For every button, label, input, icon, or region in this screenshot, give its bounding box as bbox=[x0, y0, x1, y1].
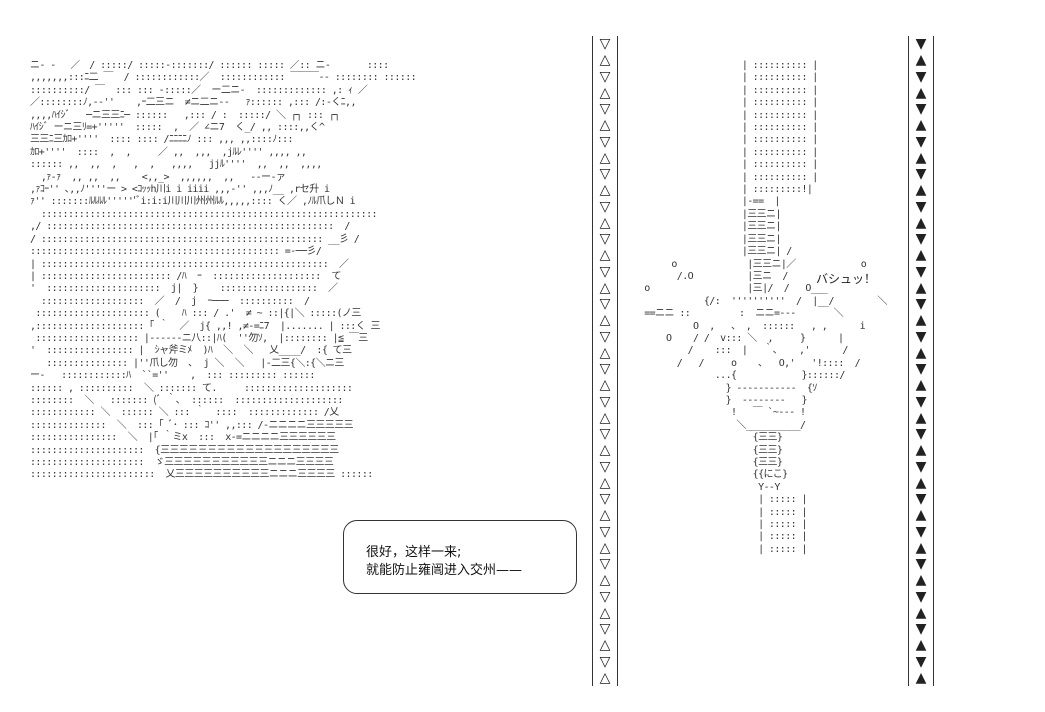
triangle-outline-icon: △ bbox=[599, 377, 611, 394]
triangle-filled-icon: ▼ bbox=[915, 263, 927, 280]
triangle-outline-icon: ▽ bbox=[599, 491, 611, 507]
triangle-filled-icon: ▼ bbox=[915, 458, 927, 475]
triangle-outline-icon: △ bbox=[599, 442, 611, 459]
triangle-outline-icon: △ bbox=[599, 117, 611, 134]
speech-line-1: 很好，这样一来; bbox=[366, 545, 462, 560]
triangle-filled-icon: ▼ bbox=[915, 231, 927, 247]
triangle-column-right: ▼▲▼▲▼▲▼▲▼▲▼▲▼▲▼▲▼▲▼▲▼▲▼▲▼▲▼▲▼▲▼▲▼▲▼▲▼▲▼▲ bbox=[906, 36, 936, 686]
triangle-filled-icon: ▼ bbox=[915, 523, 927, 540]
triangle-filled-icon: ▼ bbox=[915, 361, 927, 377]
triangle-outline-icon: △ bbox=[599, 279, 611, 296]
triangle-filled-icon: ▼ bbox=[915, 328, 927, 345]
ascii-art-scene: ニ- -￣ ／￣/ :::::/ :::::-:::::::/ :::::: :… bbox=[30, 60, 550, 680]
column-rail bbox=[617, 36, 618, 686]
triangle-outline-icon: △ bbox=[599, 669, 611, 686]
triangle-outline-icon: △ bbox=[599, 214, 611, 231]
triangle-filled-icon: ▲ bbox=[915, 669, 927, 686]
triangle-filled-icon: ▼ bbox=[915, 101, 927, 117]
triangle-outline-icon: ▽ bbox=[599, 361, 611, 377]
triangle-filled-icon: ▼ bbox=[915, 36, 927, 52]
triangle-outline-icon: △ bbox=[599, 149, 611, 166]
triangle-outline-icon: △ bbox=[599, 474, 611, 491]
triangle-filled-icon: ▲ bbox=[915, 442, 927, 459]
triangle-outline-icon: △ bbox=[599, 182, 611, 199]
ascii-art-left: ニ- -￣ ／￣/ :::::/ :::::-:::::::/ :::::: :… bbox=[30, 60, 417, 481]
triangle-filled-icon: ▲ bbox=[915, 604, 927, 621]
triangle-outline-icon: ▽ bbox=[599, 588, 611, 605]
sound-effect: バシュッ！ bbox=[816, 272, 877, 286]
column-rail bbox=[908, 36, 909, 686]
triangle-filled-icon: ▲ bbox=[915, 279, 927, 296]
triangle-filled-icon: ▼ bbox=[915, 68, 927, 85]
triangle-outline-icon: ▽ bbox=[599, 621, 611, 637]
triangle-filled-icon: ▲ bbox=[915, 409, 927, 426]
triangle-filled-icon: ▼ bbox=[915, 426, 927, 442]
triangle-filled-icon: ▲ bbox=[915, 52, 927, 69]
triangle-filled-icon: ▼ bbox=[915, 296, 927, 312]
triangle-outline-icon: △ bbox=[599, 84, 611, 101]
triangle-filled-icon: ▼ bbox=[915, 621, 927, 637]
triangle-filled-icon: ▼ bbox=[915, 653, 927, 670]
triangle-filled-icon: ▲ bbox=[915, 344, 927, 361]
triangle-outline-icon: △ bbox=[599, 409, 611, 426]
triangle-column-left: ▽△▽△▽△▽△▽△▽△▽△▽△▽△▽△▽△▽△▽△▽△▽△▽△▽△▽△▽△▽△ bbox=[590, 36, 620, 686]
triangle-filled-icon: ▼ bbox=[915, 133, 927, 150]
speech-bubble: 很好，这样一来; 就能防止雍闿进入交州—— bbox=[343, 520, 577, 594]
triangle-filled-icon: ▼ bbox=[915, 166, 927, 182]
triangle-filled-icon: ▼ bbox=[915, 198, 927, 215]
triangle-filled-icon: ▲ bbox=[915, 377, 927, 394]
triangle-outline-icon: ▽ bbox=[599, 296, 611, 312]
column-rail bbox=[592, 36, 593, 686]
triangle-outline-icon: △ bbox=[599, 604, 611, 621]
triangle-outline-icon: △ bbox=[599, 312, 611, 329]
triangle-outline-icon: ▽ bbox=[599, 133, 611, 150]
triangle-filled-icon: ▲ bbox=[915, 637, 927, 654]
triangle-outline-icon: △ bbox=[599, 344, 611, 361]
triangle-outline-icon: △ bbox=[599, 507, 611, 524]
triangle-filled-icon: ▼ bbox=[915, 556, 927, 572]
triangle-filled-icon: ▼ bbox=[915, 588, 927, 605]
triangle-outline-icon: ▽ bbox=[599, 556, 611, 572]
triangle-outline-icon: △ bbox=[599, 52, 611, 69]
triangle-outline-icon: △ bbox=[599, 572, 611, 589]
triangle-filled-icon: ▲ bbox=[915, 539, 927, 556]
ascii-art-center: | :::::::::: | | :::::::::: | | ::::::::… bbox=[644, 60, 887, 555]
triangle-filled-icon: ▼ bbox=[915, 393, 927, 410]
speech-line-2: 就能防止雍闿进入交州—— bbox=[366, 563, 523, 578]
triangle-outline-icon: △ bbox=[599, 637, 611, 654]
triangle-filled-icon: ▲ bbox=[915, 149, 927, 166]
triangle-filled-icon: ▼ bbox=[915, 491, 927, 507]
triangle-filled-icon: ▲ bbox=[915, 182, 927, 199]
triangle-outline-icon: △ bbox=[599, 247, 611, 264]
triangle-outline-icon: ▽ bbox=[599, 68, 611, 85]
triangle-outline-icon: ▽ bbox=[599, 263, 611, 280]
triangle-filled-icon: ▲ bbox=[915, 474, 927, 491]
triangle-outline-icon: ▽ bbox=[599, 166, 611, 182]
triangle-outline-icon: ▽ bbox=[599, 458, 611, 475]
triangle-outline-icon: ▽ bbox=[599, 231, 611, 247]
triangle-outline-icon: ▽ bbox=[599, 101, 611, 117]
triangle-filled-icon: ▲ bbox=[915, 312, 927, 329]
triangle-filled-icon: ▲ bbox=[915, 117, 927, 134]
column-rail bbox=[933, 36, 934, 686]
triangle-filled-icon: ▲ bbox=[915, 84, 927, 101]
triangle-outline-icon: ▽ bbox=[599, 523, 611, 540]
triangle-filled-icon: ▲ bbox=[915, 247, 927, 264]
triangle-outline-icon: ▽ bbox=[599, 653, 611, 670]
triangle-outline-icon: ▽ bbox=[599, 328, 611, 345]
triangle-outline-icon: ▽ bbox=[599, 198, 611, 215]
triangle-outline-icon: ▽ bbox=[599, 36, 611, 52]
ascii-art-middle: | :::::::::: | | :::::::::: | | ::::::::… bbox=[628, 60, 898, 690]
triangle-filled-icon: ▲ bbox=[915, 572, 927, 589]
triangle-outline-icon: ▽ bbox=[599, 426, 611, 442]
triangle-outline-icon: △ bbox=[599, 539, 611, 556]
triangle-filled-icon: ▲ bbox=[915, 507, 927, 524]
triangle-filled-icon: ▲ bbox=[915, 214, 927, 231]
triangle-outline-icon: ▽ bbox=[599, 393, 611, 410]
